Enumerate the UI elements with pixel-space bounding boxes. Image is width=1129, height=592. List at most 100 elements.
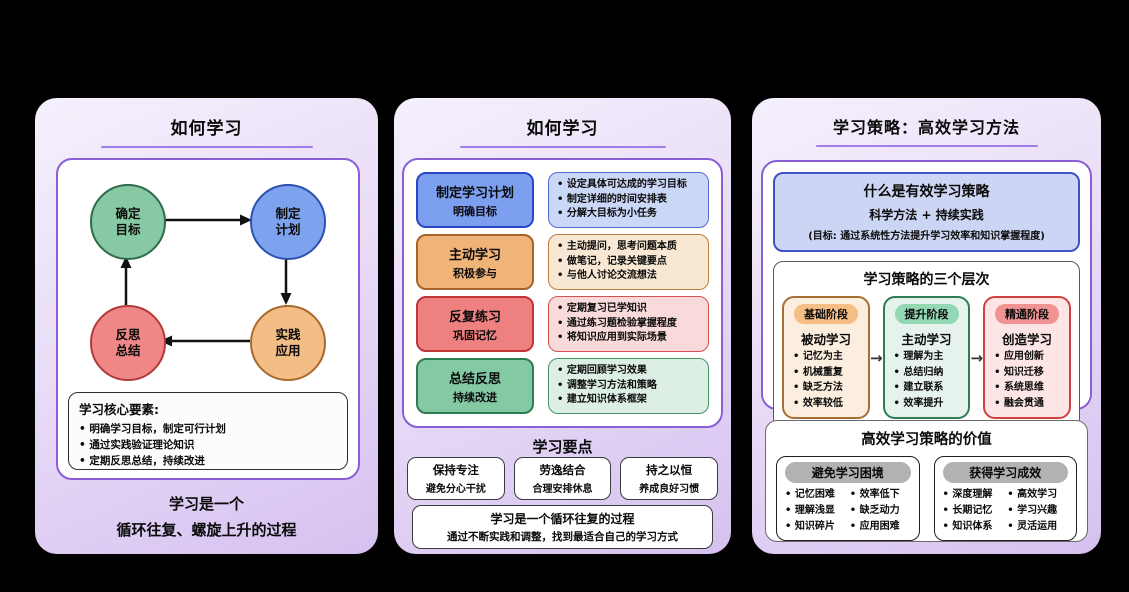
core-bullet: 定期反思总结，持续改进: [79, 454, 337, 470]
strategy-intro-box: 什么是有效学习策略 科学方法 + 持续实践 (目标: 通过系统性方法提升学习效率…: [773, 172, 1080, 252]
step-bullet: 通过练习题检验掌握程度: [557, 317, 700, 332]
node-label: 反思: [115, 326, 141, 342]
value-group-bullets: 深度理解 高效学习 长期记忆 学习兴趣 知识体系 灵活运用: [943, 489, 1069, 533]
stage-title: 被动学习: [800, 332, 851, 347]
arrow-right-icon: →: [869, 348, 883, 367]
step-row-plan: 制定学习计划 明确目标 设定具体可达成的学习目标 制定详细的时间安排表 分解大目…: [416, 172, 709, 228]
step-bullet: 定期回顾学习效果: [557, 364, 700, 379]
title-underline: [459, 146, 666, 148]
value-bullet: 学习兴趣: [1007, 505, 1068, 517]
step-sublabel: 积极参与: [453, 266, 497, 280]
step-bullet: 将知识应用到实际场景: [557, 331, 700, 346]
key-point-subtitle: 合理安排休息: [532, 484, 593, 495]
value-group-title: 避免学习困境: [785, 462, 911, 483]
value-group-bullets: 记忆困难 效率低下 理解浅显 缺乏动力 知识碎片 应用困难: [785, 489, 911, 533]
node-label: 目标: [115, 222, 141, 237]
step-sublabel: 巩固记忆: [453, 328, 497, 342]
stage-bullet: 效率提升: [889, 398, 965, 411]
core-bullet: 明确学习目标，制定可行计划: [79, 422, 337, 438]
step-label: 制定学习计划: [435, 185, 514, 201]
step-detail-box: 定期回顾学习效果 调整学习方法和策略 建立知识体系框架: [548, 358, 709, 414]
stage-bullet: 记忆为主: [788, 351, 864, 364]
strategy-panel-title: 学习策略：高效学习方法: [832, 118, 1020, 137]
stage-bullet: 知识迁移: [989, 367, 1065, 380]
title-underline: [815, 145, 1038, 147]
cycle-panel: 如何学习 确定 目标 制定 计划 反思: [35, 98, 378, 554]
value-bullet: 缺乏动力: [850, 505, 911, 517]
stage-bullet: 缺乏方法: [788, 382, 864, 395]
summary-box: 学习是一个循环往复的过程 通过不断实践和调整，找到最适合自己的学习方式: [412, 505, 713, 549]
value-group-pitfalls: 避免学习困境 记忆困难 效率低下 理解浅显 缺乏动力 知识碎片 应用困难: [776, 456, 920, 541]
key-point-persist: 持之以恒 养成良好习惯: [620, 457, 719, 500]
key-point-focus: 保持专注 避免分心干扰: [407, 457, 505, 500]
key-points-row: 保持专注 避免分心干扰 劳逸结合 合理安排休息 持之以恒 养成良好习惯: [407, 457, 719, 500]
value-bullet: 记忆困难: [785, 489, 846, 501]
step-label-box: 主动学习 积极参与: [416, 234, 534, 290]
step-bullet: 分解大目标为小任务: [557, 207, 700, 222]
stage-bullet: 建立联系: [889, 382, 965, 395]
stages-row: 基础阶段 被动学习 记忆为主 机械重复 缺乏方法 效率较低 → 提升阶段 主动学…: [782, 296, 1072, 419]
stage-bullet: 融会贯通: [989, 398, 1065, 411]
stage-title: 主动学习: [901, 332, 952, 347]
step-bullet: 主动提问，思考问题本质: [557, 240, 700, 255]
key-point-balance: 劳逸结合 合理安排休息: [513, 457, 612, 500]
core-bullet: 通过实践验证理论知识: [79, 438, 337, 454]
value-box: 高效学习策略的价值 避免学习困境 记忆困难 效率低下 理解浅显 缺乏动力 知识碎…: [765, 420, 1088, 542]
node-label: 实践: [275, 326, 301, 342]
steps-panel-title: 如何学习: [526, 119, 599, 139]
stage-bullet: 应用创新: [989, 351, 1065, 364]
node-label: 计划: [275, 222, 301, 237]
node-reflect: 反思 总结: [90, 305, 166, 381]
core-elements-box: 学习核心要素: 明确学习目标，制定可行计划 通过实践验证理论知识 定期反思总结，…: [68, 392, 348, 470]
step-bullet: 做笔记，记录关键要点: [557, 255, 700, 270]
cycle-caption: 学习是一个 循环往复、螺旋上升的过程: [35, 492, 378, 543]
summary-line: 通过不断实践和调整，找到最适合自己的学习方式: [447, 531, 678, 543]
value-bullet: 理解浅显: [785, 505, 846, 517]
key-point-title: 保持专注: [432, 463, 479, 477]
intro-formula: 科学方法 + 持续实践: [869, 208, 984, 222]
step-label-box: 制定学习计划 明确目标: [416, 172, 534, 228]
value-group-title: 获得学习成效: [942, 462, 1068, 483]
step-label: 总结反思: [448, 371, 501, 387]
step-bullet: 定期复习已学知识: [557, 302, 700, 317]
step-row-active: 主动学习 积极参与 主动提问，思考问题本质 做笔记，记录关键要点 与他人讨论交流…: [416, 234, 709, 290]
stage-bullet: 总结归纳: [889, 367, 965, 380]
step-detail-box: 定期复习已学知识 通过练习题检验掌握程度 将知识应用到实际场景: [548, 296, 709, 352]
key-point-title: 持之以恒: [646, 463, 693, 477]
stage-master: 精通阶段 创造学习 应用创新 知识迁移 系统思维 融会贯通: [983, 296, 1072, 419]
strategy-panel: 学习策略：高效学习方法 什么是有效学习策略 科学方法 + 持续实践 (目标: 通…: [752, 98, 1101, 554]
node-label: 应用: [275, 343, 301, 358]
key-points-heading: 学习要点: [532, 438, 593, 456]
step-bullet: 与他人讨论交流想法: [557, 269, 700, 284]
steps-container: 制定学习计划 明确目标 设定具体可达成的学习目标 制定详细的时间安排表 分解大目…: [402, 158, 723, 428]
cycle-panel-title: 如何学习: [170, 119, 243, 139]
value-groups-row: 避免学习困境 记忆困难 效率低下 理解浅显 缺乏动力 知识碎片 应用困难 获得学…: [776, 456, 1077, 541]
cycle-arrows-icon: [120, 214, 292, 347]
steps-panel: 如何学习 制定学习计划 明确目标 设定具体可达成的学习目标 制定详细的时间安排表…: [394, 98, 731, 554]
node-make-plan: 制定 计划: [250, 184, 326, 260]
stage-bullet: 效率较低: [788, 398, 864, 411]
step-detail-box: 设定具体可达成的学习目标 制定详细的时间安排表 分解大目标为小任务: [548, 172, 709, 228]
node-set-goal: 确定 目标: [90, 184, 166, 260]
levels-heading: 学习策略的三个层次: [863, 272, 990, 288]
node-label: 总结: [115, 343, 141, 358]
stage-basic: 基础阶段 被动学习 记忆为主 机械重复 缺乏方法 效率较低: [782, 296, 870, 419]
stage-badge: 提升阶段: [894, 304, 959, 324]
value-bullet: 高效学习: [1007, 489, 1068, 501]
value-bullet: 知识体系: [943, 521, 1004, 533]
step-label-box: 总结反思 持续改进: [416, 358, 534, 414]
value-bullet: 深度理解: [943, 489, 1004, 501]
caption-line: 学习是一个: [168, 495, 244, 513]
strategy-container: 什么是有效学习策略 科学方法 + 持续实践 (目标: 通过系统性方法提升学习效率…: [761, 160, 1092, 429]
cycle-diagram-box: 确定 目标 制定 计划 反思 总结 实践 应用 学习核心要素: 明确学习目标，制…: [56, 158, 360, 480]
levels-box: 学习策略的三个层次 基础阶段 被动学习 记忆为主 机械重复 缺乏方法 效率较低 …: [773, 261, 1080, 429]
step-label: 反复练习: [448, 309, 501, 325]
key-point-subtitle: 避免分心干扰: [425, 484, 486, 495]
value-bullet: 应用困难: [850, 521, 911, 533]
step-bullet: 调整学习方法和策略: [557, 379, 700, 394]
stage-improve: 提升阶段 主动学习 理解为主 总结归纳 建立联系 效率提升: [882, 296, 971, 419]
node-practice: 实践 应用: [250, 305, 326, 381]
node-label: 制定: [275, 205, 301, 221]
stage-bullet: 系统思维: [989, 382, 1065, 395]
